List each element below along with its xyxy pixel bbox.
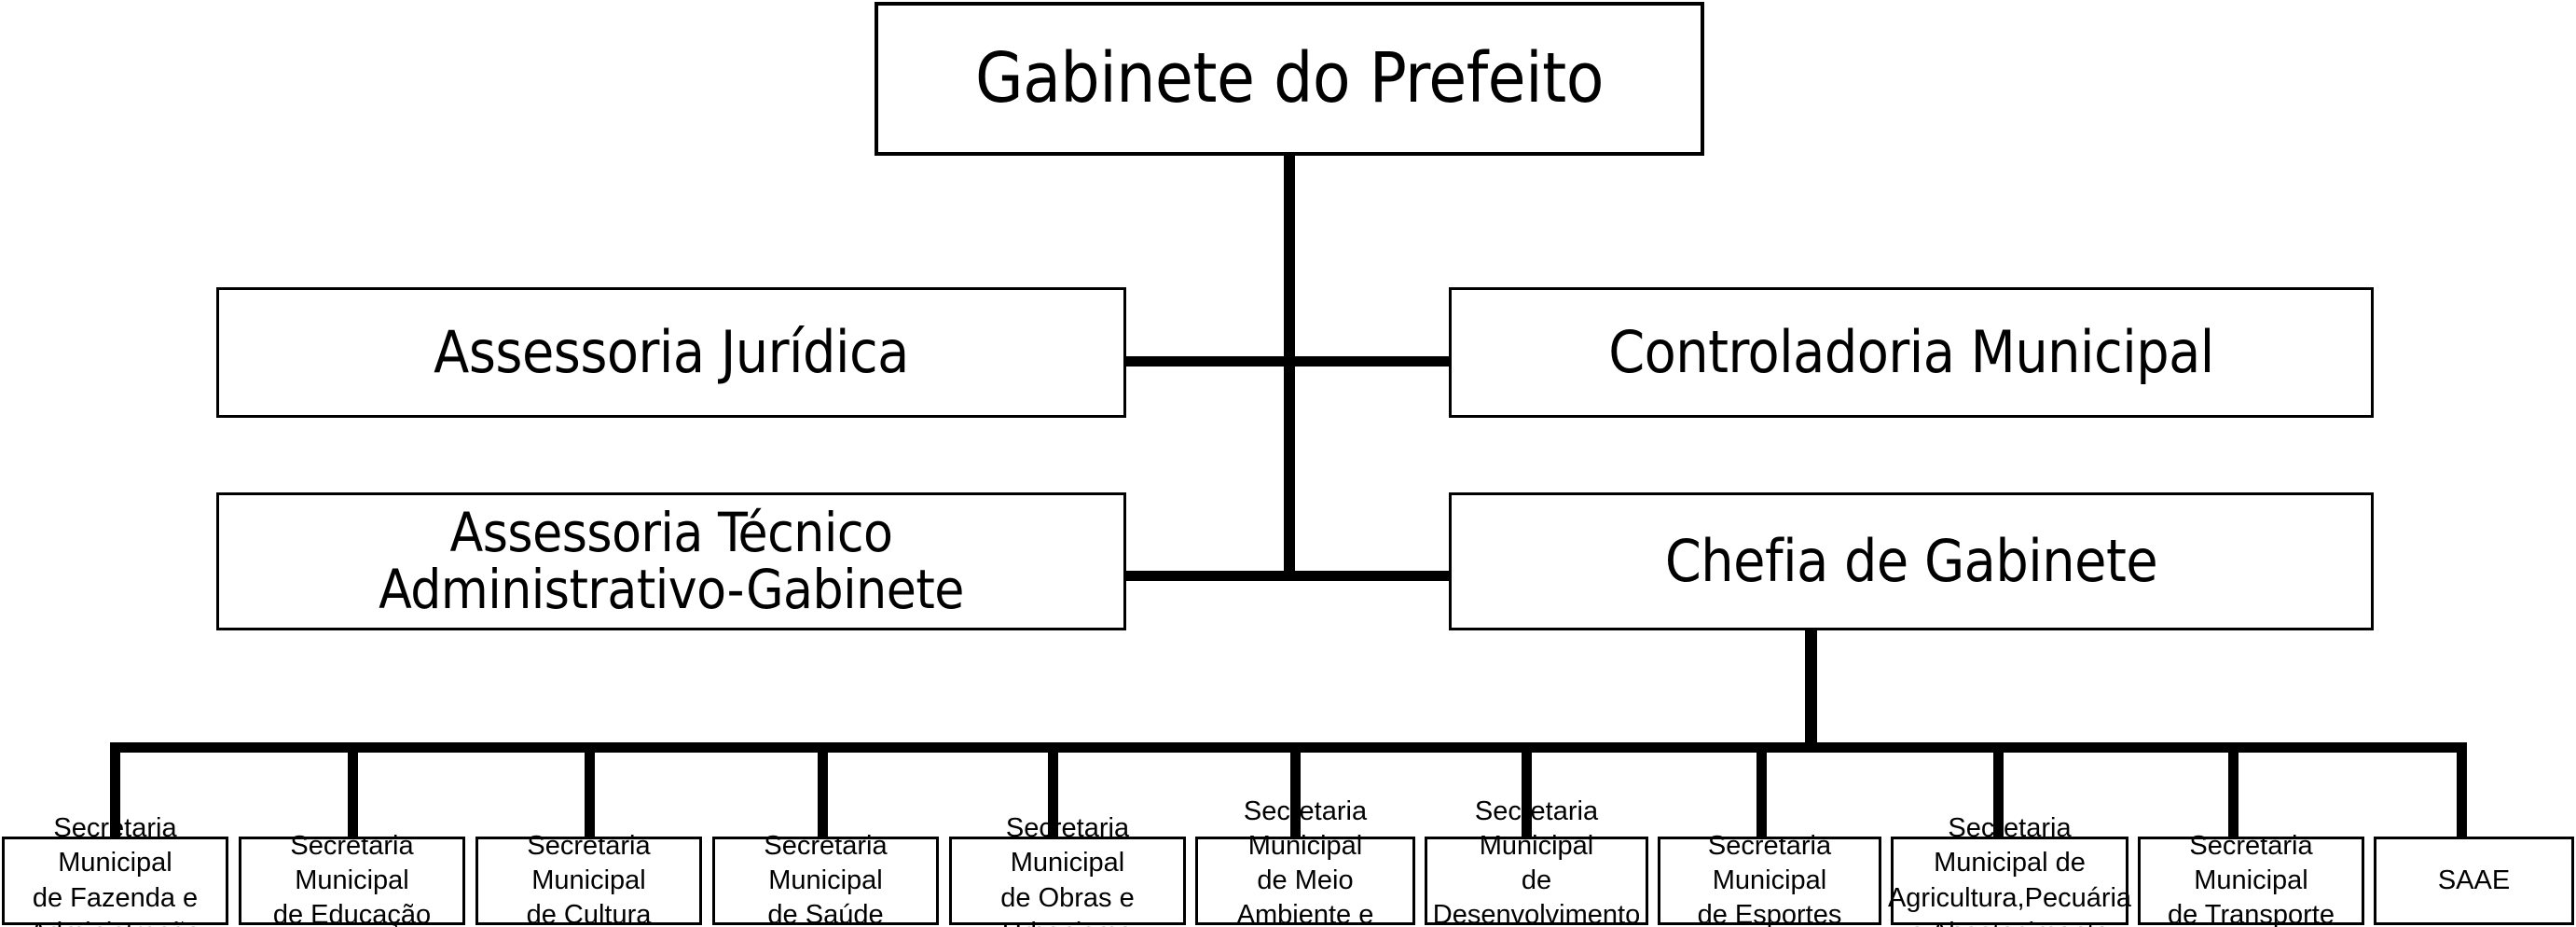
node-secretaria-saude[interactable]: Secretaria Municipal de Saúde xyxy=(712,831,939,927)
connector-leaf-stem-3 xyxy=(585,742,595,838)
node-label: Controladoria Municipal xyxy=(1608,318,2214,387)
connector-root-spine xyxy=(1284,153,1295,580)
connector-leaf-stem-1 xyxy=(110,742,120,838)
node-label: Chefia de Gabinete xyxy=(1664,527,2158,596)
node-label: Secretaria Municipal de Educação xyxy=(272,830,432,927)
node-label: Secretaria Municipal de Esportes xyxy=(1697,830,1842,927)
node-label: Secretaria Municipal de Obras e Urbanism… xyxy=(1000,813,1135,927)
connector-leaf-stem-7 xyxy=(1522,742,1532,838)
node-label: Assessoria Jurídica xyxy=(434,318,909,387)
node-label: Secretaria Municipal de Cultura xyxy=(526,830,652,927)
connector-leaf-stem-8 xyxy=(1756,742,1767,838)
node-label: SAAE xyxy=(2437,865,2511,895)
node-label: Secretaria Municipal de Saúde xyxy=(764,830,888,927)
node-secretaria-meio-ambiente-turismo[interactable]: Secretaria Municipal de Meio Ambiente e … xyxy=(1195,796,1415,927)
node-label: Assessoria Técnico Administrativo-Gabine… xyxy=(379,500,964,621)
node-assessoria-juridica[interactable]: Assessoria Jurídica xyxy=(216,287,1126,418)
node-secretaria-esportes[interactable]: Secretaria Municipal de Esportes xyxy=(1658,831,1881,927)
connector-leaf-stem-9 xyxy=(1993,742,2004,838)
node-secretaria-desenvolvimento-social[interactable]: Secretaria Municipal de Desenvolvimento … xyxy=(1425,796,1648,927)
node-label: Gabinete do Prefeito xyxy=(975,38,1604,119)
node-secretaria-educacao[interactable]: Secretaria Municipal de Educação xyxy=(239,831,465,927)
node-secretaria-transporte[interactable]: Secretaria Municipal de Transporte xyxy=(2138,831,2364,927)
node-assessoria-tecnico-administrativo-gabinete[interactable]: Assessoria Técnico Administrativo-Gabine… xyxy=(216,492,1126,630)
node-secretaria-fazenda-administracao[interactable]: Secretaria Municipal de Fazenda e Admini… xyxy=(2,813,228,927)
connector-row2-horizontal xyxy=(1125,356,1450,367)
node-controladoria-municipal[interactable]: Controladoria Municipal xyxy=(1449,287,2374,418)
connector-leaf-stem-10 xyxy=(2228,742,2239,838)
node-secretaria-agricultura-pecuaria-abastecimento[interactable]: Secretaria Municipal de Agricultura,Pecu… xyxy=(1888,813,2131,927)
connector-leaf-stem-6 xyxy=(1290,742,1301,838)
node-gabinete-do-prefeito[interactable]: Gabinete do Prefeito xyxy=(875,2,1704,156)
node-chefia-de-gabinete[interactable]: Chefia de Gabinete xyxy=(1449,492,2374,630)
node-secretaria-obras-urbanismo[interactable]: Secretaria Municipal de Obras e Urbanism… xyxy=(949,813,1186,927)
connector-leaf-stem-4 xyxy=(818,742,828,838)
node-saae[interactable]: SAAE xyxy=(2374,837,2574,925)
node-secretaria-cultura[interactable]: Secretaria Municipal de Cultura xyxy=(475,831,702,927)
connector-leaf-stem-2 xyxy=(348,742,358,838)
node-label: Secretaria Municipal de Fazenda e Admini… xyxy=(30,813,201,927)
connector-chefia-stem xyxy=(1805,630,1817,752)
connector-leaf-stem-11 xyxy=(2457,742,2467,838)
node-label: Secretaria Municipal de Meio Ambiente e … xyxy=(1236,796,1374,927)
node-label: Secretaria Municipal de Transporte xyxy=(2168,830,2335,927)
connector-leaf-stem-5 xyxy=(1048,742,1058,838)
connector-distribution-bus xyxy=(110,742,2467,753)
node-label: Secretaria Municipal de Agricultura,Pecu… xyxy=(1887,813,2132,927)
node-label: Secretaria Municipal de Desenvolvimento … xyxy=(1432,796,1641,927)
connector-row3-horizontal xyxy=(1125,571,1450,581)
